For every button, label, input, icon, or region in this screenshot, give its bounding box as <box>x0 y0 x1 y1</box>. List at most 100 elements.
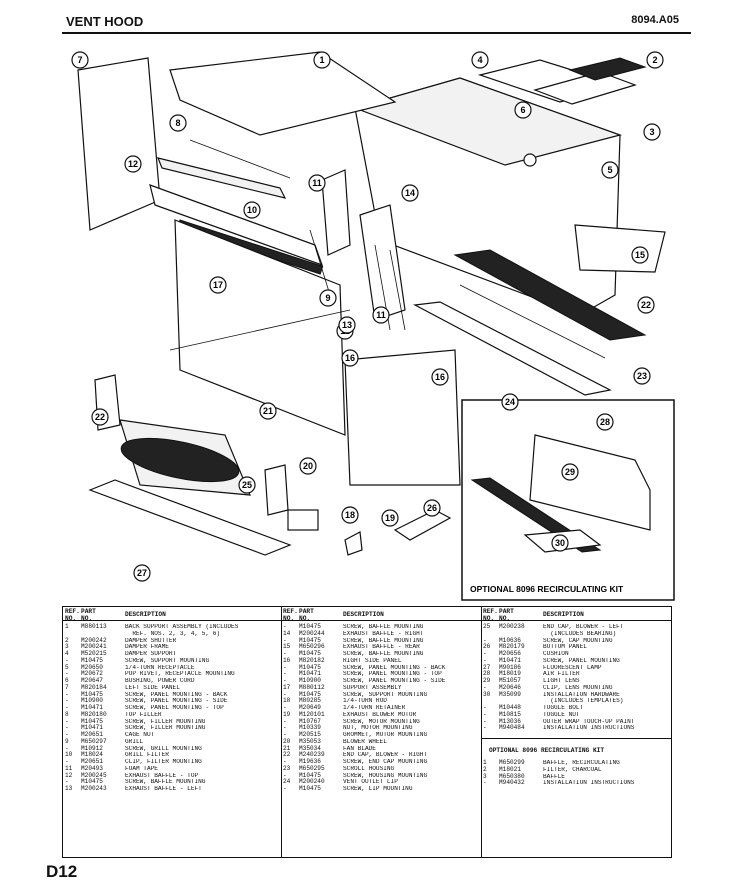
part-number: M10912 <box>81 744 103 752</box>
top-filler <box>169 51 397 136</box>
part-number: M10475 <box>299 785 321 792</box>
svg-text:2: 2 <box>652 55 657 65</box>
callout-5: 5 <box>601 161 619 179</box>
part-description: SCREW, LIP MOUNTING <box>343 786 413 792</box>
part-description: SCREW, PANEL MOUNTING - BACK <box>343 664 446 671</box>
part-number: M10767 <box>299 717 321 725</box>
part-description: OUTER WRAP TOUCH-UP PAINT <box>543 718 635 725</box>
ref-number: - <box>483 710 487 718</box>
callout-13: 13 <box>338 316 356 334</box>
part-number: M820182 <box>299 656 325 664</box>
svg-text:9: 9 <box>325 293 330 303</box>
part-description: FOAM TAPE <box>125 765 158 772</box>
ref-number: - <box>283 636 287 644</box>
callout-30: 30 <box>551 534 569 552</box>
part-number: M200243 <box>81 785 107 792</box>
part-number: M20651 <box>81 758 103 765</box>
table-row: REF. NOS. 2, 3, 4, 5, 6) <box>63 631 281 638</box>
part-description: FLUORESCENT LAMP <box>543 664 602 671</box>
part-description: END CAP, BLOWER - RIGHT <box>343 752 428 759</box>
svg-text:1: 1 <box>319 55 324 65</box>
table-row: (INCLUDES TEMPLATES) <box>481 698 671 705</box>
svg-text:30: 30 <box>555 538 565 548</box>
svg-text:18: 18 <box>345 510 355 520</box>
ref-number: - <box>483 717 487 725</box>
part-number: M20515 <box>299 731 321 738</box>
table-row: (INCLUDES BEARING) <box>481 631 671 638</box>
part-description: TOGGLE NUT <box>543 711 580 718</box>
part-number: M880112 <box>299 683 325 691</box>
model-code: 8094.A05 <box>631 14 679 26</box>
part-description: CLIP, LENS MOUNTING <box>543 684 613 691</box>
header-description: DESCRIPTION <box>543 611 584 618</box>
blower-wheel <box>120 437 240 483</box>
part-description: EXHAUST BAFFLE - LEFT <box>125 786 202 792</box>
part-number: M10448 <box>499 704 521 711</box>
part-number: M120101 <box>299 710 325 718</box>
header-ref: REF.NO. <box>283 608 298 622</box>
ref-number: 1 <box>65 623 69 630</box>
svg-text:16: 16 <box>435 372 445 382</box>
part-number: M35034 <box>299 744 321 752</box>
part-description: GRILL FILTER <box>125 752 169 759</box>
ref-number: - <box>283 690 287 698</box>
callout-26: 26 <box>423 499 441 517</box>
ref-number: 12 <box>65 771 73 779</box>
part-number: M10475 <box>81 656 103 664</box>
part-description: (INCLUDES BEARING) <box>543 630 617 637</box>
part-description: SCREW, CAP MOUNTING <box>543 637 613 644</box>
part-description: AIR FILTER <box>543 671 580 678</box>
part-number: M10471 <box>81 724 103 732</box>
power-cord-bushing <box>523 153 537 167</box>
svg-text:23: 23 <box>637 371 647 381</box>
ref-number: 5 <box>65 663 69 671</box>
ref-number: - <box>65 670 69 678</box>
part-description: DAMPER SUPPORT <box>125 651 177 657</box>
ref-number: - <box>483 636 487 644</box>
part-description: DAMPER SHUTTER <box>125 637 177 644</box>
ref-number: - <box>283 717 287 725</box>
svg-text:22: 22 <box>95 412 105 422</box>
ref-number: 6 <box>65 677 69 684</box>
callout-17: 17 <box>209 276 227 294</box>
part-number: M10900 <box>81 697 103 705</box>
part-description: EXHAUST BAFFLE - REAR <box>343 644 420 651</box>
part-number: M10471 <box>499 656 521 664</box>
part-description: GRILL <box>125 738 144 745</box>
part-description: CAGE NUT <box>125 732 155 738</box>
ref-number: - <box>483 656 487 664</box>
callout-9: 9 <box>319 289 337 307</box>
part-number: M20647 <box>81 677 103 684</box>
part-description: BAFFLE, RECIRCULATING <box>543 760 620 766</box>
installation-hardware <box>393 509 452 541</box>
svg-text:11: 11 <box>376 310 386 320</box>
part-description: NUT, MOTOR MOUNTING <box>343 725 413 732</box>
svg-text:28: 28 <box>600 417 610 427</box>
svg-text:24: 24 <box>505 397 515 407</box>
part-description: SCREW, PANEL MOUNTING - TOP <box>343 671 442 678</box>
part-description: SCREW, PANEL MOUNTING - BACK <box>125 691 228 698</box>
part-number: M20650 <box>81 663 103 671</box>
exhaust-baffle-rear <box>574 224 666 273</box>
part-description: POP RIVET, RECEPTACLE MOUNTING <box>125 671 235 678</box>
